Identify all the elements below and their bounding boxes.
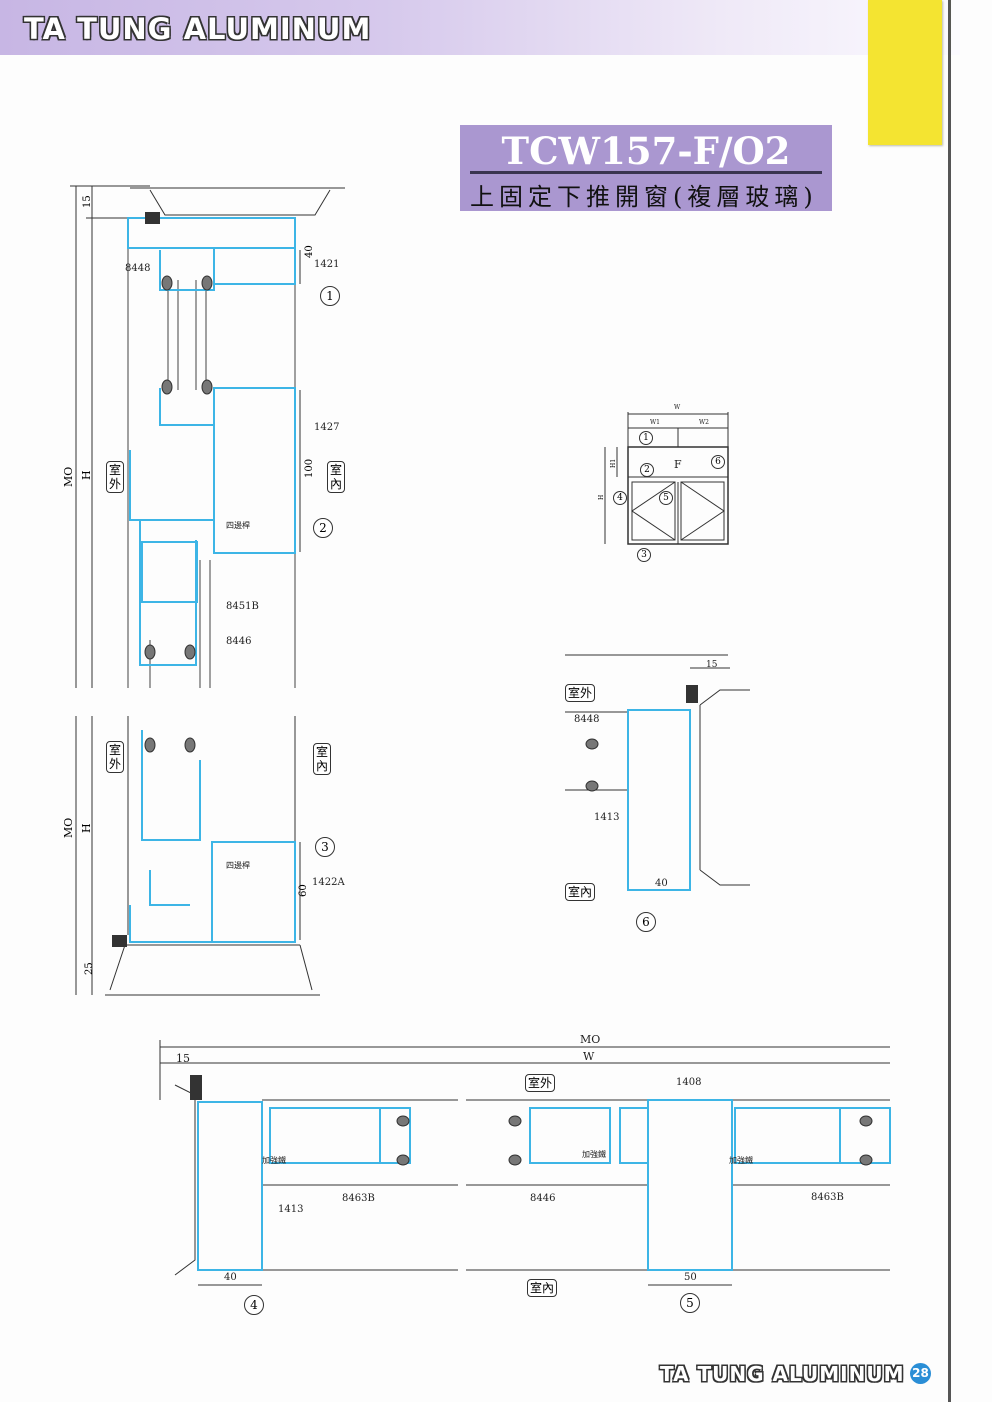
sticky-note [868, 0, 942, 145]
elev-h1-label: H1 [610, 458, 617, 468]
title-box: TCW157-F/O2 上固定下推開窗(複層玻璃) [460, 125, 832, 211]
marker-3: 3 [315, 837, 335, 857]
page-edge [948, 0, 951, 1402]
part-1408-label: 1408 [676, 1077, 702, 1088]
model-title: TCW157-F/O2 [501, 129, 791, 173]
marker-6: 6 [636, 912, 656, 932]
title-divider [470, 171, 822, 174]
plan-dim-40-label: 40 [224, 1272, 237, 1283]
floor-concrete [105, 944, 320, 996]
part-8446-label: 8446 [226, 636, 252, 647]
part-8448-label: 8448 [125, 263, 151, 274]
header-band [0, 0, 960, 55]
plan-dim-50-label: 50 [684, 1272, 697, 1283]
dim-mo-label: MO [62, 817, 75, 838]
four-side-bar-label: 四邊桿 [226, 861, 250, 870]
plan-dim-15-label: 15 [176, 1052, 190, 1065]
dim-mo-label: MO [62, 466, 75, 487]
dim-40-label: 40 [304, 245, 315, 258]
dim-h-label: H [80, 823, 93, 833]
elev-marker-6: 6 [711, 455, 725, 469]
marker-5: 5 [680, 1293, 700, 1313]
reinforcement-label: 加強鐵 [262, 1156, 286, 1165]
part-8446-label: 8446 [530, 1193, 556, 1204]
elev-marker-4: 4 [613, 491, 627, 505]
part-1413-label: 1413 [278, 1204, 304, 1215]
d6-dim-40-label: 40 [655, 878, 668, 889]
elev-w1-label: W1 [650, 419, 660, 426]
plan-w-label: W [583, 1050, 595, 1063]
outside-tag: 室外 [106, 461, 124, 493]
plan-inside-tag: 室內 [527, 1279, 558, 1297]
elev-w2-label: W2 [699, 419, 709, 426]
elev-marker-1: 1 [639, 431, 653, 445]
part-1421-label: 1421 [314, 259, 340, 270]
part-8451b-label: 8451B [226, 601, 259, 612]
elev-marker-2: 2 [640, 463, 654, 477]
wall-concrete-6 [699, 689, 750, 886]
elev-marker-5: 5 [659, 491, 673, 505]
d6-inside-tag: 室內 [565, 883, 596, 901]
outside-tag: 室外 [106, 741, 124, 773]
gaskets [144, 275, 873, 1166]
d6-dim-15-label: 15 [706, 660, 718, 670]
part-1422a-label: 1422A [312, 877, 345, 888]
fixed-pane-label: F [674, 458, 682, 471]
ceiling-concrete [130, 187, 345, 216]
plan-mo-label: MO [580, 1033, 601, 1046]
dim-60-label: 60 [298, 884, 309, 897]
d6-part-1413-label: 1413 [594, 812, 620, 823]
dim-h-label: H [80, 470, 93, 480]
brand-logo-header: TA TUNG ALUMINUM [24, 12, 372, 46]
brand-logo-footer: TA TUNG ALUMINUM [660, 1362, 905, 1386]
part-8463b-label: 8463B [811, 1192, 844, 1203]
reinforcement-label: 加強鐵 [729, 1156, 753, 1165]
d6-outside-tag: 室外 [565, 684, 596, 702]
inside-tag: 室內 [327, 461, 345, 493]
elev-marker-3: 3 [637, 548, 651, 562]
reinforcement-label: 加強鐵 [582, 1150, 606, 1159]
model-subtitle: 上固定下推開窗(複層玻璃) [470, 183, 818, 211]
dim-100-label: 100 [304, 458, 315, 478]
part-8463b-label: 8463B [342, 1193, 375, 1204]
d6-part-8448-label: 8448 [574, 714, 600, 725]
wall-concrete-4 [174, 1084, 196, 1276]
aluminum-profiles [127, 217, 891, 1271]
marker-4: 4 [244, 1295, 264, 1315]
part-1427-label: 1427 [314, 422, 340, 433]
inside-tag: 室內 [313, 743, 331, 775]
four-side-bar-label: 四邊桿 [226, 521, 250, 530]
plan-outside-tag: 室外 [525, 1074, 556, 1092]
page-number-badge: 28 [910, 1363, 931, 1384]
elev-h-label: H [598, 494, 605, 500]
marker-2: 2 [313, 518, 333, 538]
dim-25-label: 25 [84, 962, 95, 975]
marker-1: 1 [320, 286, 340, 306]
dim-15-label: 15 [82, 195, 93, 208]
elev-w-label: W [674, 404, 681, 411]
